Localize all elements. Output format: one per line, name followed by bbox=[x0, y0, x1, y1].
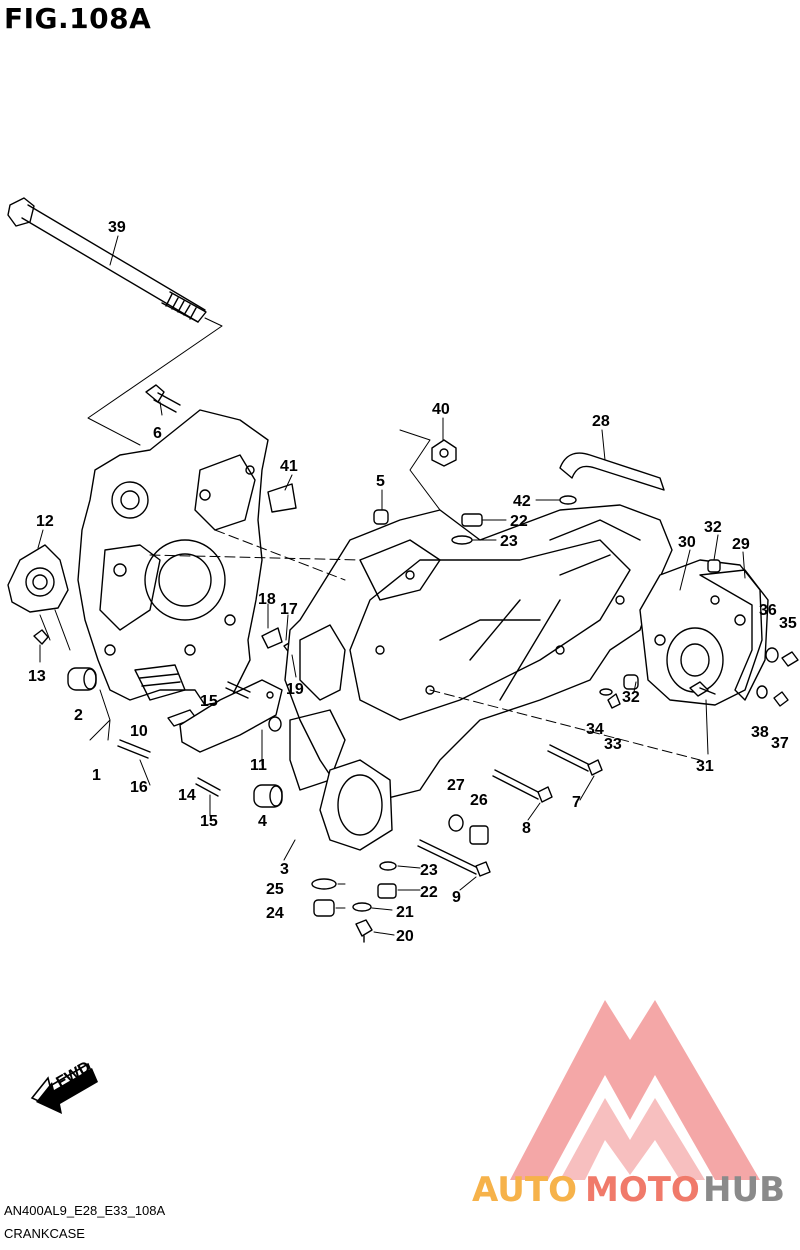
cover-30 bbox=[639, 559, 763, 706]
callout-15b: 15 bbox=[200, 813, 218, 830]
washer-27 bbox=[448, 814, 464, 832]
callout-8: 8 bbox=[522, 820, 531, 837]
callout-12: 12 bbox=[36, 513, 54, 530]
callout-3: 3 bbox=[280, 861, 289, 878]
callout-36: 36 bbox=[759, 602, 777, 619]
watermark-moto: MOTO bbox=[585, 1170, 700, 1210]
callout-25: 25 bbox=[266, 881, 284, 898]
callout-27: 27 bbox=[447, 777, 465, 794]
callout-32b: 32 bbox=[622, 689, 640, 706]
callout-29: 29 bbox=[732, 536, 750, 553]
fwd-arrow: FWD bbox=[30, 1059, 98, 1114]
right-crankcase-half bbox=[284, 504, 673, 851]
callout-7: 7 bbox=[572, 794, 581, 811]
callout-38: 38 bbox=[751, 724, 769, 741]
plug-22a bbox=[461, 513, 483, 527]
dowel-5 bbox=[373, 509, 389, 525]
callout-15a: 15 bbox=[200, 693, 218, 710]
callout-33: 33 bbox=[604, 736, 622, 753]
callout-41: 41 bbox=[280, 458, 298, 475]
bolt-8 bbox=[492, 769, 553, 803]
callout-23a: 23 bbox=[500, 533, 518, 550]
callout-40: 40 bbox=[432, 401, 450, 418]
hose-28 bbox=[559, 452, 665, 491]
automotohub-logo: AUTO MOTO HUB bbox=[472, 1000, 785, 1210]
watermark-auto: AUTO bbox=[472, 1170, 577, 1210]
washer-21 bbox=[352, 902, 372, 912]
callout-10: 10 bbox=[130, 723, 148, 740]
plug-26 bbox=[469, 825, 489, 845]
cover-12 bbox=[7, 544, 69, 613]
figure-code: AN400AL9_E28_E33_108A bbox=[4, 1203, 166, 1218]
bolt-9 bbox=[417, 839, 491, 877]
callout-24: 24 bbox=[266, 905, 284, 922]
left-crankcase-half bbox=[77, 409, 269, 706]
washer-38 bbox=[756, 685, 768, 699]
callout-22b: 22 bbox=[420, 884, 438, 901]
long-bolt-39 bbox=[7, 197, 207, 323]
callout-20: 20 bbox=[396, 928, 414, 945]
figure-title: FIG.108A bbox=[4, 2, 152, 35]
callouts: 39 6 40 28 41 5 42 22 23 32 30 29 12 18 … bbox=[28, 219, 797, 945]
callout-22a: 22 bbox=[510, 513, 528, 530]
part-41 bbox=[267, 483, 297, 513]
o-ring-25 bbox=[311, 878, 337, 890]
bolt-15b bbox=[195, 777, 221, 797]
callout-23b: 23 bbox=[420, 862, 438, 879]
dowel-32b bbox=[623, 674, 639, 690]
callout-9: 9 bbox=[452, 889, 461, 906]
callout-11: 11 bbox=[250, 757, 267, 774]
callout-31: 31 bbox=[696, 758, 714, 775]
plug-24 bbox=[313, 899, 335, 917]
bolt-31 bbox=[689, 681, 716, 697]
washer-34 bbox=[599, 688, 613, 696]
callout-30: 30 bbox=[678, 534, 696, 551]
callout-1: 1 bbox=[92, 767, 101, 784]
washer-36 bbox=[765, 647, 779, 663]
callout-4: 4 bbox=[258, 813, 267, 830]
dowel-32a bbox=[707, 559, 721, 573]
bushing-4 bbox=[253, 784, 283, 808]
callout-14: 14 bbox=[178, 787, 196, 804]
callout-2: 2 bbox=[74, 707, 83, 724]
callout-17: 17 bbox=[280, 601, 298, 618]
o-ring-11 bbox=[268, 716, 282, 732]
callout-19: 19 bbox=[286, 681, 304, 698]
bolt-37 bbox=[773, 691, 789, 707]
washer-23b bbox=[379, 861, 397, 871]
clip-42 bbox=[559, 495, 577, 505]
callout-16: 16 bbox=[130, 779, 148, 796]
callout-18: 18 bbox=[258, 591, 276, 608]
callout-32a: 32 bbox=[704, 519, 722, 536]
bolt-7 bbox=[547, 744, 603, 776]
callout-28: 28 bbox=[592, 413, 610, 430]
callout-39: 39 bbox=[108, 219, 126, 236]
bolt-35 bbox=[781, 651, 799, 667]
clamp-18 bbox=[261, 627, 283, 649]
bolt-33 bbox=[607, 693, 621, 709]
callout-37: 37 bbox=[771, 735, 789, 752]
callout-21: 21 bbox=[396, 904, 414, 921]
figure-name: CRANKCASE bbox=[4, 1226, 85, 1241]
callout-26: 26 bbox=[470, 792, 488, 809]
bolt-16 bbox=[117, 739, 151, 759]
plug-22b bbox=[377, 883, 397, 899]
bolt-15a bbox=[225, 681, 251, 699]
nut-40 bbox=[431, 439, 457, 467]
callout-34: 34 bbox=[586, 721, 604, 738]
bolt-6 bbox=[145, 384, 181, 413]
callout-6: 6 bbox=[153, 425, 162, 442]
bushing-2 bbox=[67, 667, 97, 691]
gasket-29 bbox=[699, 569, 769, 701]
bolt-13 bbox=[33, 629, 49, 645]
callout-13: 13 bbox=[28, 668, 46, 685]
callout-35: 35 bbox=[779, 615, 797, 632]
bolt-20 bbox=[355, 919, 373, 943]
watermark-hub: HUB bbox=[703, 1170, 785, 1210]
callout-42: 42 bbox=[513, 493, 531, 510]
bracket-14 bbox=[179, 679, 283, 753]
callout-5: 5 bbox=[376, 473, 385, 490]
